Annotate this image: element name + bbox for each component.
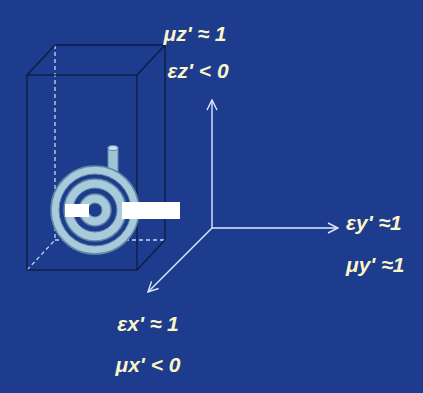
axis-property-label: μz' ≈ 1: [163, 23, 226, 44]
axes: [148, 100, 338, 292]
axis-property-label: εy' ≈1: [346, 212, 402, 233]
axis-property-label: μx' < 0: [116, 354, 181, 375]
axis-property-label: εx' ≈ 1: [117, 313, 179, 334]
axis-property-label: μy' ≈1: [346, 254, 404, 275]
split-ring-resonator: [51, 146, 180, 255]
unit-cell-cube: [27, 45, 165, 270]
axis-property-label: εz' < 0: [167, 60, 228, 81]
